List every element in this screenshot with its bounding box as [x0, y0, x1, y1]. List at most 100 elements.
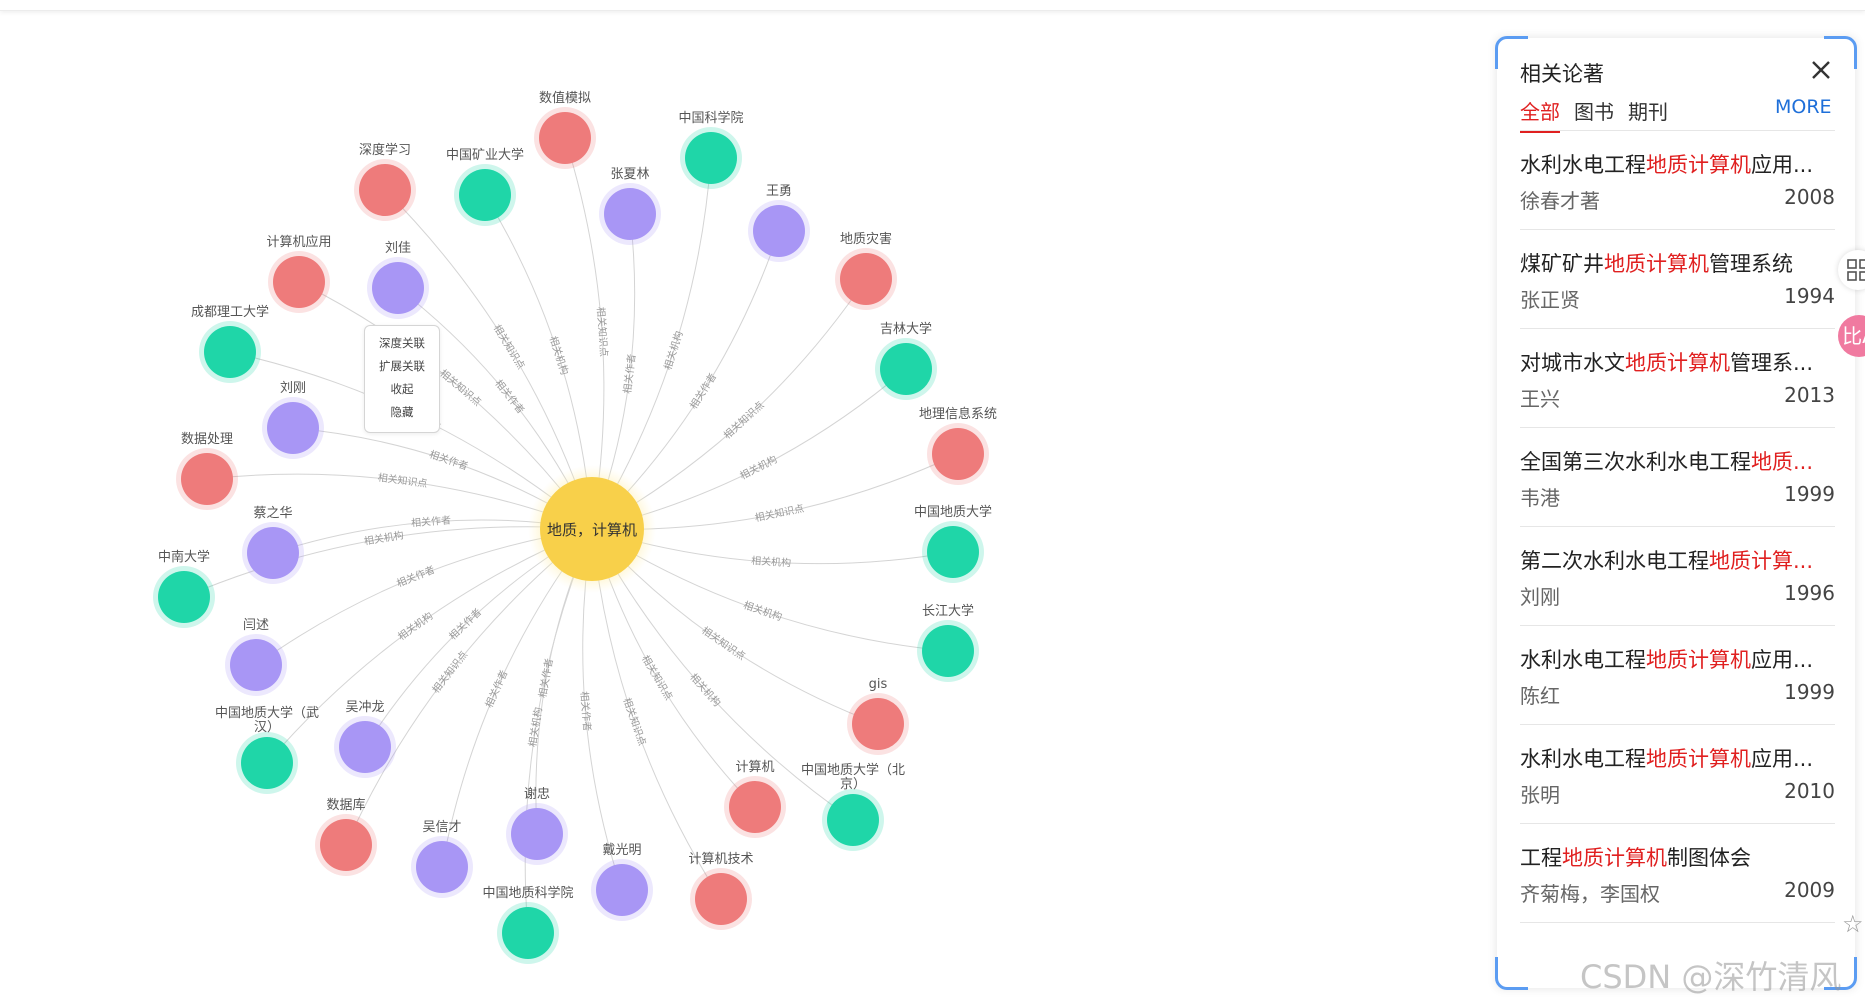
work-title[interactable]: 工程地质计算机制图体会 — [1520, 842, 1835, 872]
panel-title: 相关论著 — [1520, 62, 1604, 86]
node-label: 中国地质大学 — [914, 504, 992, 520]
work-title[interactable]: 水利水电工程地质计算机应用... — [1520, 644, 1835, 674]
tab-books[interactable]: 图书 — [1574, 100, 1614, 124]
graph-node-author[interactable] — [247, 527, 299, 579]
center-node[interactable] — [540, 477, 644, 581]
work-year: 2010 — [1784, 779, 1835, 803]
work-title[interactable]: 水利水电工程地质计算机应用... — [1520, 149, 1835, 179]
side-grid-button[interactable] — [1838, 250, 1865, 290]
graph-node-institution[interactable] — [827, 794, 879, 846]
graph-node-topic[interactable] — [320, 819, 372, 871]
work-title[interactable]: 对城市水文地质计算机管理系... — [1520, 347, 1835, 377]
work-title-text: 水利水电工程 — [1520, 648, 1646, 672]
node-label: 数值模拟 — [539, 90, 591, 106]
work-title-text: 管理系... — [1730, 351, 1814, 375]
related-works-panel: 相关论著 全部图书期刊 MORE 水利水电工程地质计算机应用... 徐春才著 200… — [1495, 36, 1857, 990]
node-label: gis — [869, 677, 888, 692]
graph-node-institution[interactable] — [158, 571, 210, 623]
graph-node-author[interactable] — [416, 841, 468, 893]
menu-item-hide[interactable]: 隐藏 — [390, 405, 414, 419]
graph-node-institution[interactable] — [922, 625, 974, 677]
work-title-highlight: 地质计算机 — [1562, 846, 1667, 870]
graph-node-author[interactable] — [604, 188, 656, 240]
side-translate-button[interactable]: 比A — [1838, 315, 1865, 357]
edge-label: 相关知识点 — [699, 624, 748, 663]
work-year: 2009 — [1784, 878, 1835, 902]
graph-node-author[interactable] — [596, 864, 648, 916]
grid-icon — [1847, 259, 1865, 281]
graph-node-topic[interactable] — [695, 873, 747, 925]
graph-node-topic[interactable] — [729, 781, 781, 833]
edge-label: 相关知识点 — [594, 306, 610, 357]
work-title[interactable]: 第二次水利水电工程地质计算... — [1520, 545, 1835, 575]
more-link[interactable]: MORE — [1775, 96, 1832, 118]
graph-node-topic[interactable] — [932, 428, 984, 480]
work-title[interactable]: 水利水电工程地质计算机应用... — [1520, 743, 1835, 773]
work-year: 1999 — [1784, 482, 1835, 506]
work-title-text: 管理系统 — [1709, 252, 1793, 276]
graph-node-author[interactable] — [267, 402, 319, 454]
graph-node-institution[interactable] — [927, 526, 979, 578]
menu-item-expand-relation[interactable]: 扩展关联 — [379, 359, 425, 373]
graph-node-author[interactable] — [753, 205, 805, 257]
graph-node-author[interactable] — [511, 808, 563, 860]
graph-node-institution[interactable] — [685, 132, 737, 184]
panel-corner-decoration — [1495, 36, 1528, 69]
graph-node-author[interactable] — [339, 721, 391, 773]
edge-label: 相关作者 — [395, 563, 437, 590]
graph-node-topic[interactable] — [273, 256, 325, 308]
graph-node-topic[interactable] — [840, 253, 892, 305]
edge-label: 相关作者 — [482, 668, 510, 710]
edge-label: 相关机构 — [751, 554, 792, 570]
node-label: 中国地质科学院 — [482, 885, 573, 901]
panel-corner-decoration — [1495, 957, 1528, 990]
graph-node-author[interactable] — [230, 639, 282, 691]
work-author: 徐春才著 — [1520, 189, 1600, 213]
work-year: 1999 — [1784, 680, 1835, 704]
graph-node-topic[interactable] — [181, 453, 233, 505]
work-title-text: 制图体会 — [1667, 846, 1751, 870]
graph-node-topic[interactable] — [539, 112, 591, 164]
work-title-highlight: 地质计算机 — [1646, 747, 1751, 771]
edge-label: 相关机构 — [687, 671, 723, 709]
panel-corner-decoration — [1824, 957, 1857, 990]
panel-tabs: 全部图书期刊 — [1520, 96, 1682, 133]
node-label: 数据库 — [326, 797, 365, 813]
star-icon[interactable]: ☆ — [1842, 910, 1864, 938]
edge-label: 相关作者 — [446, 605, 484, 642]
work-title[interactable]: 煤矿矿井地质计算机管理系统 — [1520, 248, 1835, 278]
work-title[interactable]: 全国第三次水利水电工程地质... — [1520, 446, 1835, 476]
graph-node-institution[interactable] — [880, 343, 932, 395]
node-label: 计算机应用 — [266, 234, 331, 250]
work-title-highlight: 地质计算机 — [1646, 648, 1751, 672]
graph-node-institution[interactable] — [502, 907, 554, 959]
work-year: 1996 — [1784, 581, 1835, 605]
graph-node-institution[interactable] — [241, 737, 293, 789]
graph-node-institution[interactable] — [459, 169, 511, 221]
tab-journals[interactable]: 期刊 — [1628, 100, 1668, 124]
graph-node-author[interactable] — [372, 262, 424, 314]
menu-item-collapse[interactable]: 收起 — [390, 382, 414, 396]
node-label: 数据处理 — [181, 432, 233, 447]
graph-node-topic[interactable] — [359, 164, 411, 216]
tab-all[interactable]: 全部 — [1520, 96, 1560, 133]
node-label: 中国地质大学（武 — [215, 705, 319, 721]
work-title-highlight: 地质计算... — [1709, 549, 1814, 573]
node-context-menu: 深度关联 扩展关联 收起 隐藏 — [364, 325, 440, 433]
graph-node-topic[interactable] — [852, 698, 904, 750]
edge-label: 相关机构 — [526, 706, 545, 748]
menu-item-deep-relation[interactable]: 深度关联 — [379, 336, 425, 350]
node-label: 地理信息系统 — [919, 406, 997, 422]
graph-node-institution[interactable] — [204, 326, 256, 378]
work-title-text: 水利水电工程 — [1520, 153, 1646, 177]
close-icon[interactable] — [1807, 56, 1835, 84]
